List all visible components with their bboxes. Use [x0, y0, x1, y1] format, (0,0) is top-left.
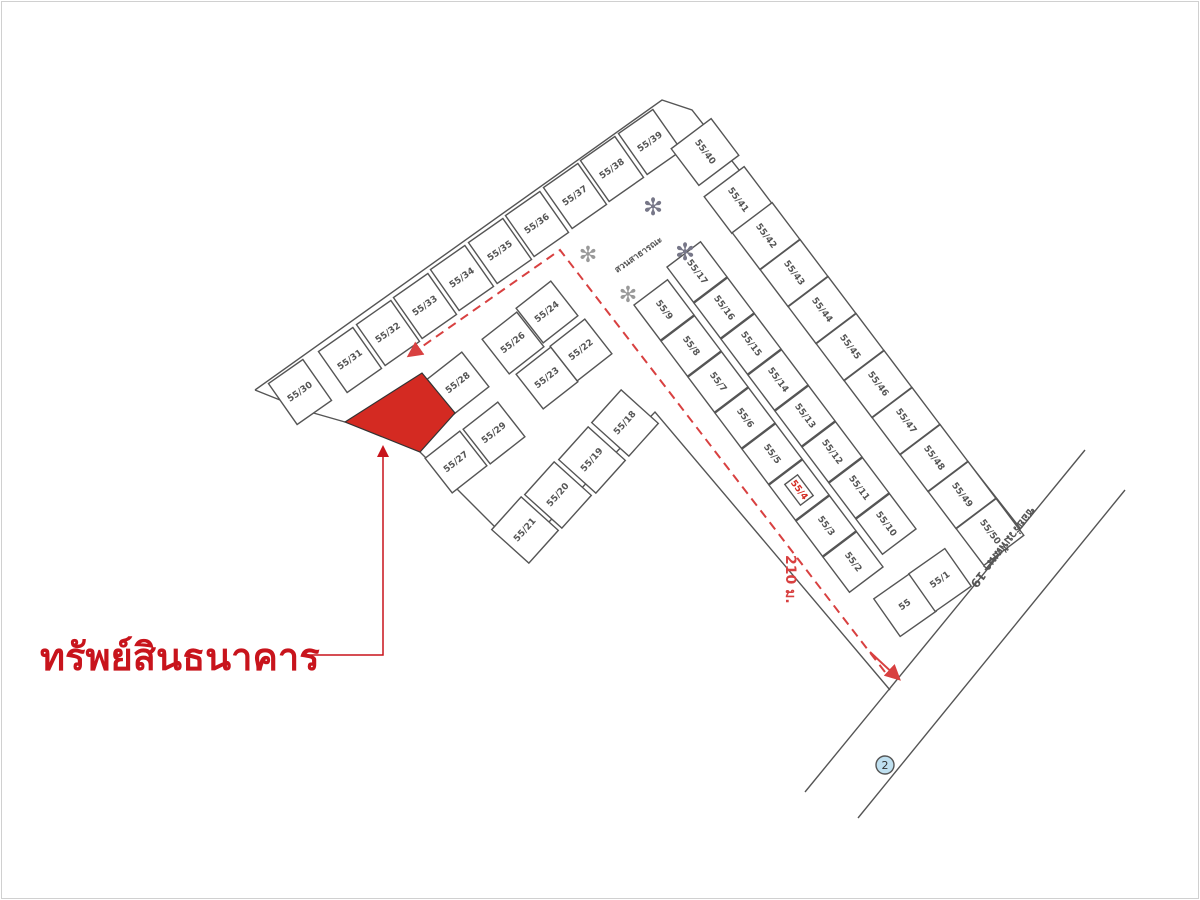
plot-55-24[interactable]: 55/24	[515, 280, 579, 344]
plot-55-40[interactable]: 55/40	[670, 117, 740, 187]
plot-55-7[interactable]: 55/7	[687, 350, 749, 414]
plot-55-36[interactable]: 55/36	[504, 190, 570, 258]
plot-55-18[interactable]: 55/18	[590, 388, 660, 458]
tree-icon: ✻	[675, 238, 695, 266]
plot-55-39[interactable]: 55/39	[617, 108, 683, 176]
plot-55-43[interactable]: 55/43	[759, 238, 829, 308]
park-label: สวนสาธารณะ	[613, 235, 665, 275]
road-edge	[857, 489, 1126, 819]
plot-55-45[interactable]: 55/45	[815, 312, 885, 382]
plot-55-13[interactable]: 55/13	[774, 384, 836, 448]
plot-55-32[interactable]: 55/32	[355, 299, 421, 367]
plot-55-8[interactable]: 55/8	[660, 314, 722, 378]
plot-55-29[interactable]: 55/29	[462, 401, 526, 465]
subdivision-outline	[254, 99, 1126, 819]
plot-55-12[interactable]: 55/12	[801, 420, 863, 484]
plot-55-3[interactable]: 55/3	[795, 494, 857, 558]
plot-55-1[interactable]: 55/1	[907, 547, 973, 613]
plot-55-9[interactable]: 55/9	[633, 278, 695, 342]
route-dashed-line	[406, 248, 886, 673]
plot-55-37[interactable]: 55/37	[542, 162, 608, 230]
plot-55-41[interactable]: 55/41	[703, 165, 773, 235]
plot-55-14[interactable]: 55/14	[747, 348, 809, 412]
plot-55-6[interactable]: 55/6	[714, 386, 776, 450]
plot-55-27[interactable]: 55/27	[424, 430, 488, 494]
plot-55-2[interactable]: 55/2	[822, 530, 884, 594]
plot-55-33[interactable]: 55/33	[392, 272, 458, 340]
plot-55-35[interactable]: 55/35	[467, 217, 533, 285]
highlight-mark	[783, 473, 815, 507]
plot-55-17[interactable]: 55/17	[666, 240, 728, 304]
plot-55-5[interactable]: 55/5	[741, 422, 803, 486]
plot-55-31[interactable]: 55/31	[317, 326, 383, 394]
tree-icon: ✻	[619, 283, 637, 308]
tree-icon: ✻	[579, 243, 597, 268]
callout-leader-line	[305, 445, 389, 656]
plot-55-19[interactable]: 55/19	[557, 425, 627, 495]
plot-55-49[interactable]: 55/49	[927, 460, 997, 530]
plot-55-38[interactable]: 55/38	[579, 135, 645, 203]
plot-55-42[interactable]: 55/42	[731, 201, 801, 271]
distance-label: 210 ม.	[782, 555, 798, 604]
plot-55-11[interactable]: 55/11	[828, 456, 890, 520]
plot-55-15[interactable]: 55/15	[720, 312, 782, 376]
plot-55-10[interactable]: 55/10	[855, 492, 917, 556]
bank-property-label: ทรัพย์สินธนาคาร	[40, 635, 320, 679]
plot-55-30[interactable]: 55/30	[267, 358, 333, 426]
plot-55-21[interactable]: 55/21	[490, 495, 560, 565]
road-edge	[804, 449, 1086, 793]
plot-55-16[interactable]: 55/16	[693, 276, 755, 340]
plot-55-26[interactable]: 55/26	[481, 311, 545, 375]
route-arrow	[869, 651, 901, 681]
tree-icon: ✻	[643, 193, 663, 221]
svg-text:2: 2	[882, 759, 889, 772]
plot-55-50[interactable]: 55/50	[955, 497, 1025, 567]
plot-55-20[interactable]: 55/20	[523, 460, 593, 530]
plot-55-48[interactable]: 55/48	[899, 423, 969, 493]
plot-55-22[interactable]: 55/22	[549, 318, 613, 382]
plot-55-4[interactable]: 55/4	[768, 458, 830, 522]
plot-55-44[interactable]: 55/44	[787, 275, 857, 345]
plot-55-46[interactable]: 55/46	[843, 349, 913, 419]
bank-property-plot[interactable]	[343, 372, 456, 453]
plot-55-34[interactable]: 55/34	[429, 244, 495, 312]
road-marker-icon: 2	[875, 755, 895, 775]
